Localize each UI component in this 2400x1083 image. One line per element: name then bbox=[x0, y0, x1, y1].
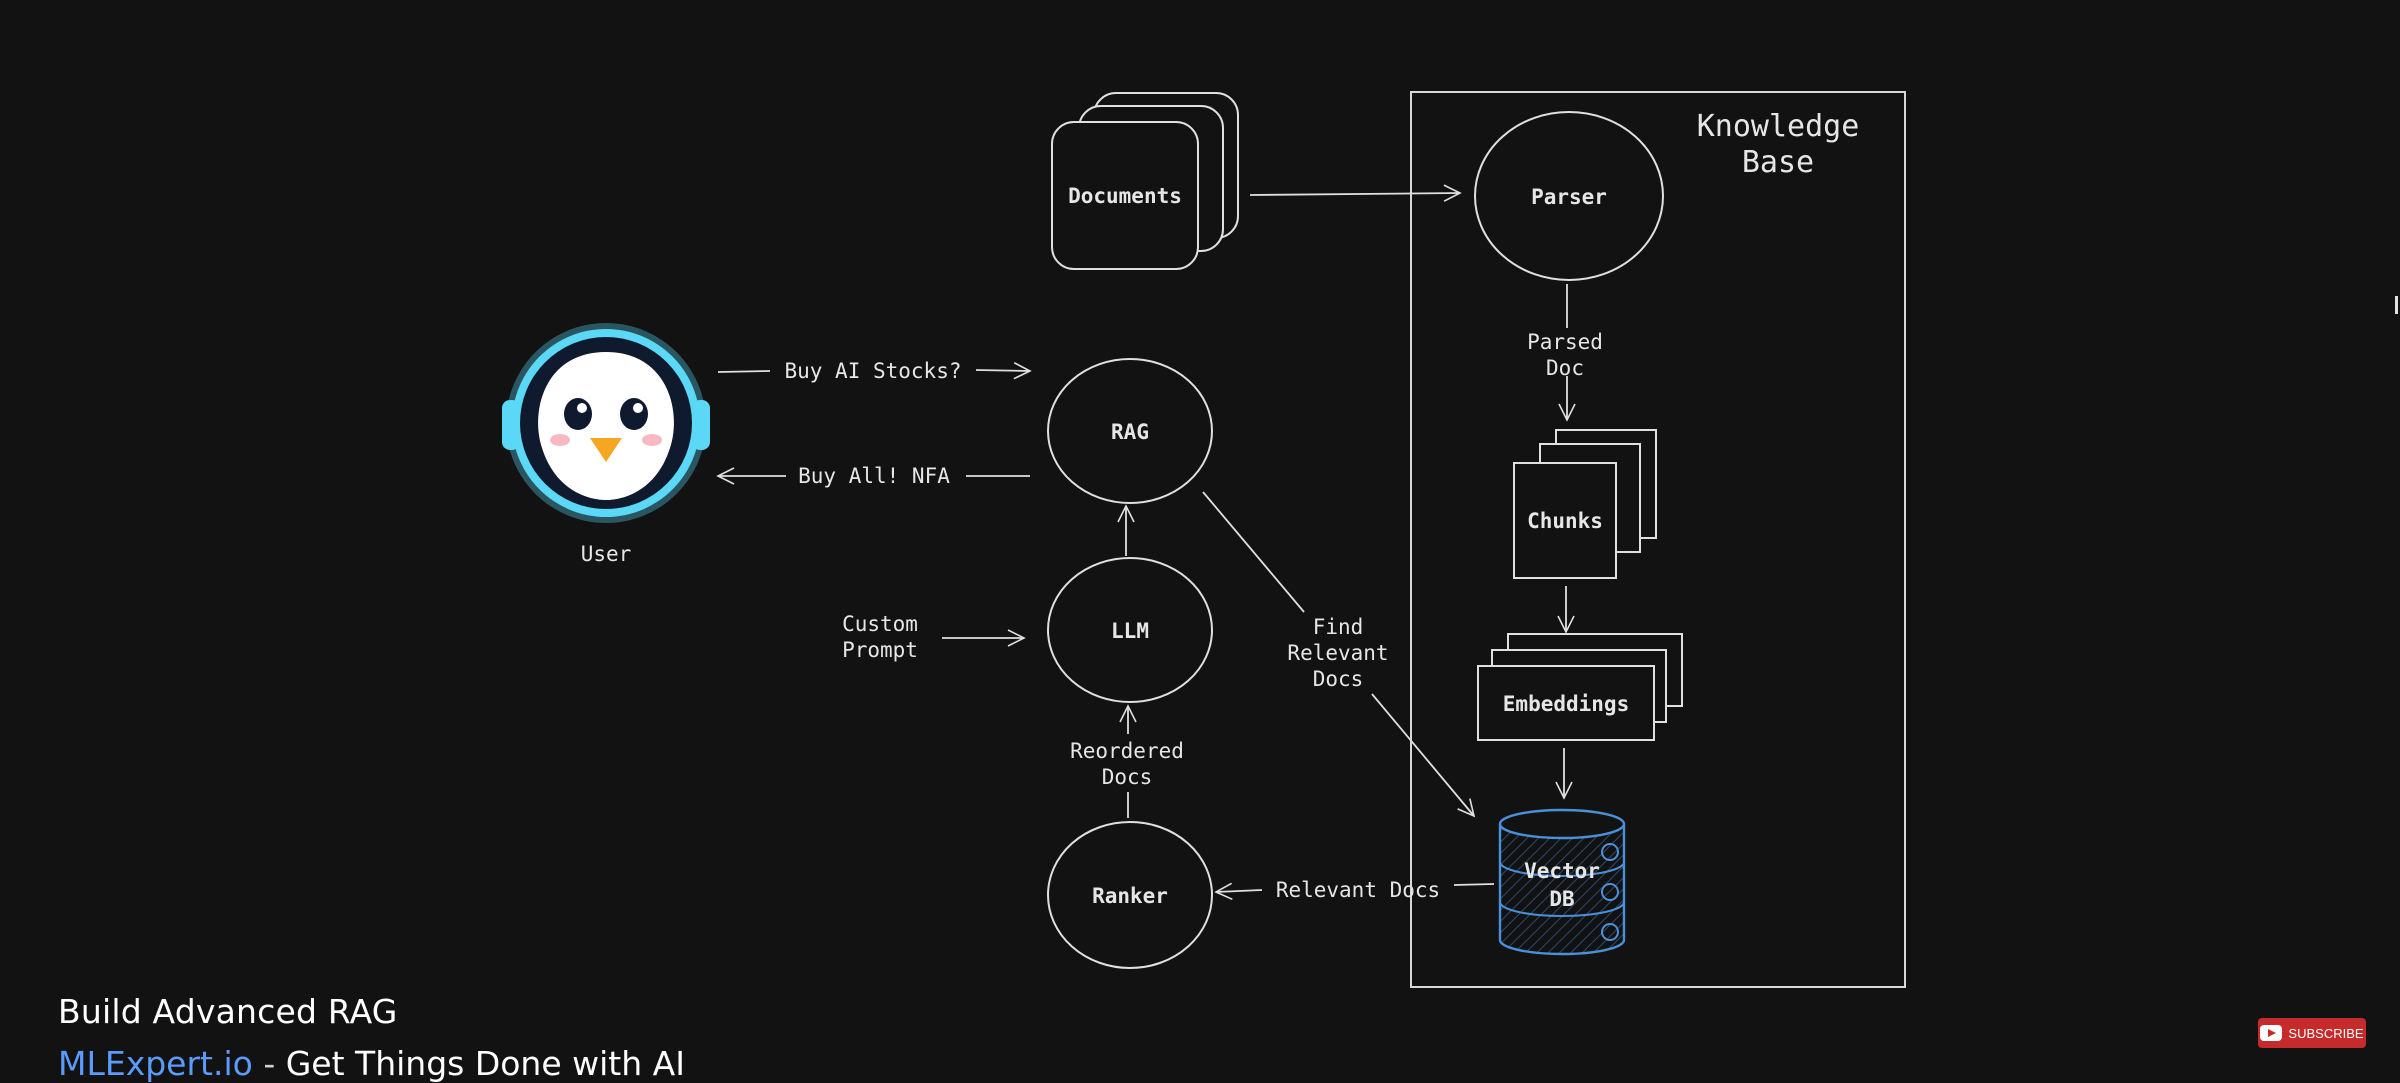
reordered-docs-label: Reordered bbox=[1070, 739, 1184, 763]
video-title: Build Advanced RAG bbox=[58, 992, 398, 1031]
tagline: Get Things Done with AI bbox=[285, 1044, 685, 1083]
parser-node: Parser bbox=[1474, 111, 1664, 281]
vector-db-node: Vector DB bbox=[1498, 808, 1626, 956]
question-arrow bbox=[975, 361, 1032, 380]
find-relevant-docs-label: Find bbox=[1313, 615, 1364, 639]
knowledge-base-title: Base bbox=[1742, 145, 1814, 180]
vector-db-label: Vector bbox=[1524, 859, 1600, 883]
rag-node: RAG bbox=[1047, 358, 1213, 504]
documents-to-parser-arrow bbox=[1249, 184, 1462, 202]
ranker-node: Ranker bbox=[1047, 821, 1213, 969]
relevant-docs-label: Relevant Docs bbox=[1276, 878, 1440, 902]
subscribe-label: SUBSCRIBE bbox=[2288, 1025, 2364, 1041]
custom-prompt-label: Prompt bbox=[842, 638, 918, 662]
find-relevant-docs-label: Docs bbox=[1313, 667, 1364, 691]
custom-prompt-label: Custom bbox=[842, 612, 918, 636]
embeddings-node: Embeddings bbox=[1477, 633, 1683, 741]
vectordb-to-ranker-arrow bbox=[1453, 883, 1495, 886]
documents-node: Documents bbox=[1051, 92, 1239, 270]
cursor-marker bbox=[2395, 296, 2398, 314]
documents-label: Documents bbox=[1068, 184, 1182, 208]
knowledge-base-frame bbox=[1410, 91, 1906, 988]
ranker-label: Ranker bbox=[1092, 884, 1168, 908]
rag-to-vectordb-arrow bbox=[1371, 693, 1476, 818]
parsed-doc-label: Parsed bbox=[1527, 330, 1603, 354]
question-label: Buy AI Stocks? bbox=[784, 359, 961, 383]
question-arrow bbox=[717, 370, 771, 373]
vector-db-label: DB bbox=[1549, 887, 1574, 911]
chunks-node: Chunks bbox=[1513, 429, 1657, 579]
knowledge-base-title: Knowledge bbox=[1697, 109, 1860, 144]
llm-label: LLM bbox=[1111, 619, 1149, 643]
rag-to-vectordb-arrow bbox=[1202, 491, 1305, 613]
parsed-doc-label: Doc bbox=[1546, 356, 1584, 380]
chunks-label: Chunks bbox=[1527, 509, 1603, 533]
youtube-icon bbox=[2260, 1025, 2283, 1041]
vectordb-to-ranker-arrow bbox=[1214, 882, 1263, 901]
reordered-docs-label: Docs bbox=[1102, 765, 1153, 789]
rag-label: RAG bbox=[1111, 420, 1149, 444]
user-avatar-icon bbox=[502, 323, 710, 523]
llm-node: LLM bbox=[1047, 557, 1213, 703]
separator: - bbox=[252, 1044, 286, 1083]
parser-label: Parser bbox=[1531, 185, 1607, 209]
brand-link[interactable]: MLExpert.io bbox=[58, 1044, 253, 1083]
subscribe-button[interactable]: SUBSCRIBE bbox=[2258, 1018, 2366, 1048]
find-relevant-docs-label: Relevant bbox=[1287, 641, 1388, 665]
video-subtitle: MLExpert.io - Get Things Done with AI bbox=[58, 1044, 685, 1083]
embeddings-label: Embeddings bbox=[1503, 692, 1629, 716]
answer-label: Buy All! NFA bbox=[798, 464, 950, 488]
user-label: User bbox=[581, 542, 632, 566]
